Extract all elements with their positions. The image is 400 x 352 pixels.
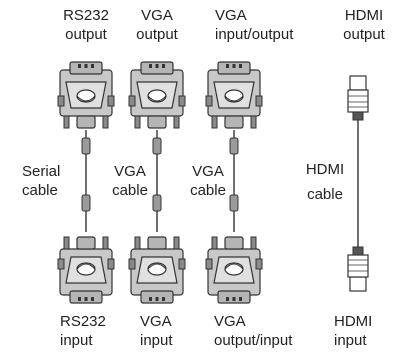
ferrite-bead-icon <box>81 194 91 212</box>
vga-cable-graphic-1 <box>128 61 186 304</box>
hdmi-output-connector-icon <box>347 75 369 121</box>
hdmi-input-connector-icon <box>347 246 369 292</box>
vga-output-input-label: VGA output/input <box>214 313 293 349</box>
rs232-output-label: RS232 output <box>63 7 109 43</box>
vga-cable-label-1: VGA cable <box>112 163 148 199</box>
rs232-input-connector-icon <box>57 236 115 304</box>
vga-input-label: VGA input <box>140 313 173 349</box>
vga-input-output-connector-icon <box>205 61 263 129</box>
rs232-input-label: RS232 input <box>60 313 106 349</box>
ferrite-bead-icon <box>81 137 91 155</box>
ferrite-bead-icon <box>152 137 162 155</box>
hdmi-cable-graphic <box>347 75 369 292</box>
vga-cable-label-2: VGA cable <box>190 163 226 199</box>
vga-output-label: VGA output <box>136 7 178 43</box>
vga-output-input-connector-icon <box>205 236 263 304</box>
serial-cable-graphic <box>57 61 115 304</box>
ferrite-bead-icon <box>229 194 239 212</box>
hdmi-input-label: HDMI input <box>334 313 373 349</box>
serial-cable-label: Serial cable <box>22 163 61 199</box>
vga-input-connector-icon <box>128 236 186 304</box>
vga-cable-graphic-2 <box>205 61 263 304</box>
ferrite-bead-icon <box>152 194 162 212</box>
vga-output-connector-icon <box>128 61 186 129</box>
hdmi-output-label: HDMI output <box>343 7 385 43</box>
ferrite-bead-icon <box>229 137 239 155</box>
hdmi-cable-label: HDMI cable <box>305 161 345 203</box>
vga-input-output-label: VGA input/output <box>215 7 294 43</box>
rs232-output-connector-icon <box>57 61 115 129</box>
